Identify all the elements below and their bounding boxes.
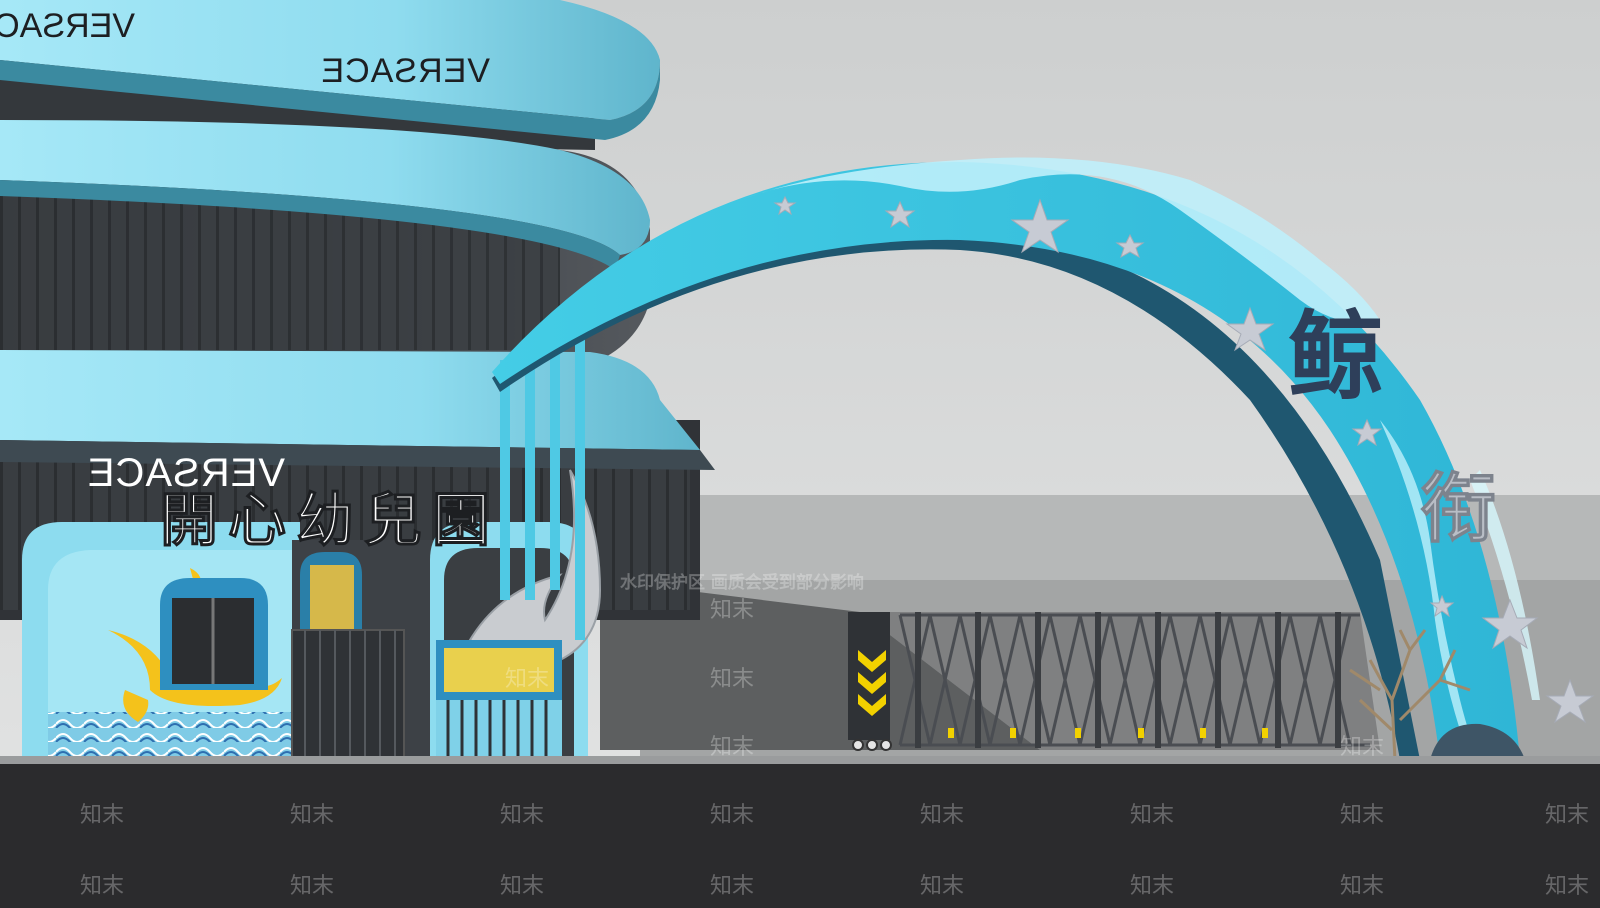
watermark-tile: 知末 xyxy=(920,803,964,828)
gate-yellow-markers xyxy=(948,728,1268,738)
star-icon xyxy=(1481,598,1539,650)
watermark-tile: 知末 xyxy=(1545,874,1589,899)
watermark-banner: 水印保护区 画质会受到部分影响 xyxy=(620,572,864,593)
star-icon xyxy=(1115,233,1145,259)
watermark-tile: 知末 xyxy=(710,667,754,692)
watermark-tile: 知末 xyxy=(1545,803,1589,828)
watermark-tile: 知末 xyxy=(80,803,124,828)
watermark-tile: 知末 xyxy=(290,874,334,899)
watermark-tile: 知末 xyxy=(1340,874,1384,899)
watermark-tile: 知末 xyxy=(920,874,964,899)
watermark-tile: 知末 xyxy=(1340,735,1384,760)
gate-wheels xyxy=(852,739,892,751)
star-icon xyxy=(1225,306,1275,352)
watermark-tile: 知末 xyxy=(500,874,544,899)
sidewalk-edge xyxy=(0,756,1600,764)
chevron-icon xyxy=(858,650,886,672)
building-band-2 xyxy=(0,120,650,255)
arch-poles xyxy=(500,330,585,640)
arch-wave-crest xyxy=(740,157,1380,323)
star-icon xyxy=(773,195,797,216)
chevron-icon xyxy=(858,694,886,716)
watermark-tile: 知末 xyxy=(80,874,124,899)
watermark-tile: 知末 xyxy=(500,803,544,828)
kindergarten-name: 開心幼兒園 xyxy=(160,486,500,554)
watermark-tile: 知末 xyxy=(1130,874,1174,899)
watermark-tile: 知末 xyxy=(1130,803,1174,828)
kindergarten-entrance: 開心幼兒園 xyxy=(22,469,602,761)
facade-sign-upper-partial: VERSAC xyxy=(0,7,135,45)
entrance-door-glass xyxy=(310,565,354,637)
building-band-3-edge xyxy=(0,440,715,470)
whale-arch: 鲸 衔 xyxy=(492,157,1595,760)
building-band-3 xyxy=(0,350,700,450)
building-band-1 xyxy=(0,0,660,120)
watermark-tile: 知末 xyxy=(505,667,549,692)
courtyard-shadow xyxy=(600,580,1040,750)
watermark-tile: 知末 xyxy=(1340,803,1384,828)
gate-posts xyxy=(915,612,1341,748)
ground xyxy=(0,764,1600,908)
entrance-side-gate xyxy=(291,629,405,761)
arch-stars xyxy=(773,195,1595,724)
retractable-gate xyxy=(848,612,1370,751)
star-icon xyxy=(1545,678,1595,724)
star-icon xyxy=(1010,198,1070,254)
entrance-railing xyxy=(436,700,562,760)
facade-sign-upper: VERSACE xyxy=(321,52,491,90)
arch-body xyxy=(492,161,1520,760)
watermark-tile: 知末 xyxy=(290,803,334,828)
arch-char-2: 衔 xyxy=(1420,464,1496,553)
building-band-2-edge xyxy=(0,180,620,270)
watermark-tile: 知末 xyxy=(710,598,754,623)
facade-sign-lower: VERSACE xyxy=(87,451,285,495)
gate-shadow xyxy=(860,612,1380,750)
watermark-tile: 知末 xyxy=(710,735,754,760)
watermark-layer: 水印保护区 画质会受到部分影响 知末 知末 知末 知末 知末 知末 知末 知末 … xyxy=(80,572,1589,899)
building-band-1-edge xyxy=(0,60,660,140)
star-icon xyxy=(1429,594,1455,618)
coral-decoration xyxy=(1349,629,1471,761)
rock xyxy=(1430,723,1525,760)
watermark-tile: 知末 xyxy=(710,803,754,828)
watermark-tile: 知末 xyxy=(710,874,754,899)
entrance-board xyxy=(444,648,554,692)
chevron-icon xyxy=(858,672,886,694)
star-icon xyxy=(884,200,916,229)
star-icon xyxy=(1351,418,1383,447)
mural-waves xyxy=(48,712,292,760)
arch-char-1: 鲸 xyxy=(1288,301,1384,413)
